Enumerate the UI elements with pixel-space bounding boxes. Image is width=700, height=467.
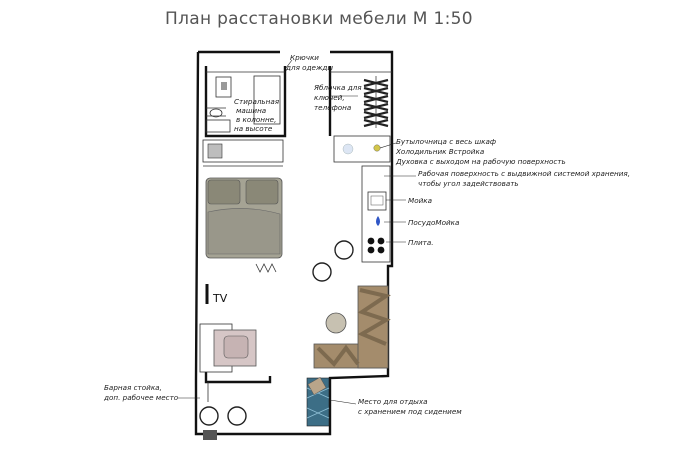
stove-burners (367, 237, 385, 254)
fridge-column (333, 135, 391, 163)
label-worktop-line1: Рабочая поверхность с выдвижной системой… (418, 169, 630, 178)
bar-partition (204, 372, 272, 384)
label-washer-line1: Стиральная (234, 97, 280, 106)
kitchen (312, 76, 391, 282)
bar-stool-1 (199, 406, 219, 426)
label-worktop-line2: чтобы угол задействовать (418, 179, 519, 188)
label-kitchen-line1: Бутылочница с весь шкаф (396, 137, 496, 146)
label-sink: Мойка (408, 196, 432, 205)
shower-tray (253, 75, 281, 125)
burner-1 (367, 237, 375, 245)
bar-area (199, 406, 247, 440)
label-washer-line2: машина (236, 106, 266, 115)
zigzag (255, 263, 277, 273)
washing-machine-door (221, 82, 227, 90)
armchair-seat (223, 335, 249, 359)
leader-hooks (285, 59, 293, 69)
bathroom-sink (209, 108, 223, 118)
label-keys-line3: телефона (314, 103, 351, 112)
toilet (205, 119, 231, 133)
pillow-right (245, 179, 279, 205)
tile-pattern (306, 387, 330, 419)
label-rest-line1: Место для отдыха (358, 397, 428, 406)
washing-machine (215, 76, 232, 98)
label-kitchen-line3: Духовка с выходом на рабочую поверхность (395, 157, 566, 166)
bed (205, 177, 283, 273)
coffee-table (325, 312, 347, 334)
label-hooks: Крючки для одежды (285, 53, 333, 72)
wardrobe-detail (207, 143, 223, 159)
leader-rest (329, 399, 357, 405)
label-bar-line1: Барная стойка, (104, 383, 162, 392)
bathroom (205, 75, 281, 133)
bar-stool-2 (227, 406, 247, 426)
bathroom-wall (204, 66, 287, 138)
walls (194, 50, 394, 436)
tv-unit: TV (205, 284, 228, 305)
blanket (207, 208, 281, 255)
burner-3 (367, 246, 375, 254)
label-washer-line4: на высоте (234, 124, 273, 133)
label-washer: Стиральная машина в колонне, на высоте (234, 97, 281, 133)
label-washer-line3: в колонне, (236, 115, 276, 124)
bar-base (203, 430, 217, 440)
workspace (199, 323, 257, 373)
label-dishwasher: ПосудоМойка (408, 218, 459, 227)
label-worktop: Рабочая поверхность с выдвижной системой… (418, 169, 632, 188)
snowflake-icon (342, 143, 354, 155)
outer-wall (194, 50, 394, 436)
sink-counter (206, 107, 226, 117)
label-rest: Место для отдыха с хранением под сидение… (358, 397, 462, 416)
label-keys-line1: Яблочка для (313, 83, 362, 92)
leader-lines (178, 59, 416, 405)
tv-label: TV (212, 292, 228, 305)
annotations: Крючки для одежды Стиральная машина в ко… (103, 53, 632, 416)
label-keys-line2: ключей, (314, 93, 345, 102)
sofa-area (306, 285, 391, 427)
label-hooks-line2: для одежды (285, 63, 333, 72)
leader-kitchen (379, 142, 397, 149)
oven-icon (373, 144, 381, 152)
burner-2 (377, 237, 385, 245)
burner-4 (377, 246, 385, 254)
pillow-left (207, 179, 241, 205)
label-keys: Яблочка для ключей, телефона (313, 83, 364, 112)
label-stove: Плита. (408, 238, 434, 247)
label-bar: Барная стойка, доп. рабочее место (103, 383, 179, 402)
label-bar-line2: доп. рабочее место (103, 393, 179, 402)
kitchen-stool-1 (334, 240, 354, 260)
label-kitchen-line2: Холодильник Встройка (395, 147, 484, 156)
kitchen-stool-2 (312, 262, 332, 282)
label-kitchen: Бутылочница с весь шкаф Холодильник Встр… (395, 137, 566, 166)
label-hooks-line1: Крючки (290, 53, 319, 62)
bench-seat (307, 376, 327, 396)
label-rest-line2: с хранением под сидением (358, 407, 462, 416)
sofa-cushions (316, 288, 391, 368)
worktop (361, 165, 391, 263)
wardrobe (202, 139, 284, 163)
sink-basin (370, 195, 384, 206)
dishwasher-icon (376, 216, 380, 226)
wardrobe-strip (202, 139, 284, 167)
plan-title: План расстановки мебели М 1:50 (165, 9, 473, 29)
hangers (363, 78, 389, 128)
